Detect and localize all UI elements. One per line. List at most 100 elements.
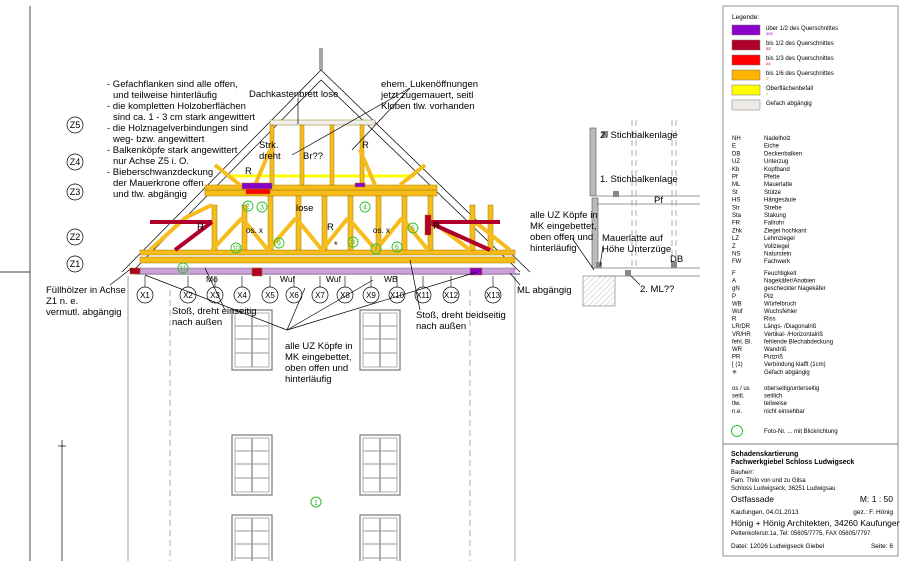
svg-text:2. Stichbalkenlage: 2. Stichbalkenlage: [600, 130, 678, 141]
svg-text:Kaufungen, 04.01.2013: Kaufungen, 04.01.2013: [731, 509, 799, 516]
luken-note: ehem. Lukenöffnungen jetzt zugemauert, s…: [380, 79, 481, 112]
svg-text:3: 3: [260, 205, 264, 212]
post: [469, 204, 476, 251]
window: [359, 514, 401, 561]
sill-beam: [139, 256, 516, 264]
svg-text:R: R: [732, 317, 737, 323]
svg-text:X12: X12: [444, 291, 459, 300]
r-mark: R: [245, 166, 252, 177]
svg-text:tlw.: tlw.: [732, 401, 741, 407]
svg-text:fehl. Bl.: fehl. Bl.: [732, 339, 752, 345]
svg-text:Deckenbalken: Deckenbalken: [764, 151, 802, 157]
mo-mark: Mö: [206, 274, 218, 284]
svg-text:X4: X4: [237, 291, 247, 300]
os-x-mark: os. x: [373, 226, 390, 235]
ml-abgaengig-note: ML abgängig: [517, 285, 572, 296]
svg-text:10: 10: [232, 246, 240, 253]
svg-text:bis 1/3 des Querschnittes: bis 1/3 des Querschnittes: [766, 56, 834, 62]
svg-text:Ziegel hochkant: Ziegel hochkant: [764, 228, 807, 234]
svg-text:6: 6: [395, 245, 399, 252]
legend-photo: Foto-Nr. ... mit Blickrichtung: [731, 425, 838, 437]
dachkasten-board: [269, 119, 376, 126]
svg-text:2. ML??: 2. ML??: [640, 284, 674, 295]
x-axis-marker: X3: [206, 276, 224, 304]
legend-title: Legende:: [732, 14, 759, 21]
svg-text:X13: X13: [486, 291, 501, 300]
window: [231, 434, 273, 496]
r-mark: R: [362, 140, 369, 151]
svg-text:F: F: [732, 271, 736, 277]
svg-text:Vertikal- /Horizontalriß: Vertikal- /Horizontalriß: [764, 332, 823, 338]
svg-text:7: 7: [374, 247, 378, 254]
svg-text:VR/HR: VR/HR: [732, 332, 751, 338]
svg-text:Hängesäule: Hängesäule: [764, 198, 797, 204]
legend-abbrev-row: fehl. Bl.fehlende Blechabdeckung: [732, 339, 833, 345]
brace: [400, 216, 430, 252]
svg-text:Pf: Pf: [732, 175, 738, 181]
svg-text:Stütze: Stütze: [764, 190, 782, 196]
svg-text:Pettenkoferstr.1a, Tel: 05605/: Pettenkoferstr.1a, Tel: 05605/7775, FAX …: [731, 531, 871, 537]
legend-abbrev-row: ✳Gefach abgängig: [732, 369, 810, 376]
svg-text:Pf: Pf: [654, 195, 663, 206]
svg-text:X6: X6: [289, 291, 299, 300]
damaged-beam: [251, 267, 263, 277]
svg-text:Seite: 6: Seite: 6: [871, 543, 893, 550]
svg-text:Fallrohr: Fallrohr: [764, 221, 784, 227]
svg-text:X7: X7: [315, 291, 325, 300]
window: [231, 309, 273, 371]
wuf-mark: Wuf: [280, 274, 296, 284]
svg-text:os / us: os / us: [732, 386, 750, 392]
svg-text:Datei: 12026 Ludwigseck Giebel: Datei: 12026 Ludwigseck Giebel: [731, 543, 825, 550]
svg-text:Pilz: Pilz: [764, 294, 774, 300]
svg-text:xxx: xxx: [766, 31, 774, 36]
post: [299, 124, 305, 186]
z-axis-marker: Z5: [66, 116, 84, 134]
general-note: - Gefachflanken sind alle offen, und tei…: [107, 79, 258, 200]
svg-text:A: A: [732, 279, 736, 285]
svg-text:FR: FR: [732, 221, 741, 227]
svg-text:DB: DB: [732, 151, 740, 157]
damaged-beam: [245, 188, 271, 195]
svg-text:Z: Z: [732, 244, 736, 250]
svg-text:NS: NS: [732, 252, 740, 258]
post: [487, 204, 494, 251]
z-axis-marker: Z3: [66, 183, 84, 201]
svg-text:Feuchtigkeit: Feuchtigkeit: [764, 271, 797, 277]
svg-text:WB: WB: [732, 301, 742, 307]
x-axis-marker: X4: [233, 276, 251, 304]
svg-text:Z3: Z3: [70, 187, 81, 197]
svg-text:Würfelbruch: Würfelbruch: [764, 301, 796, 307]
legend-abbrev-row: FR Fallrohr: [732, 221, 784, 227]
svg-text:[ (1): [ (1): [732, 362, 743, 368]
svg-text:1. Stichbalkenlage: 1. Stichbalkenlage: [600, 174, 678, 185]
svg-text:Kb: Kb: [732, 167, 740, 173]
damaged-beam: [354, 182, 366, 188]
br-note: Br??: [303, 151, 323, 162]
svg-text:X8: X8: [340, 291, 350, 300]
svg-text:Pfette: Pfette: [764, 175, 780, 181]
svg-text:Nadelholz: Nadelholz: [764, 136, 791, 142]
uz-koepfe-note: alle UZ Köpfe in MK eingebettet, oben of…: [285, 341, 355, 385]
svg-text:seitl.: seitl.: [732, 394, 745, 400]
svg-text:Wuf: Wuf: [732, 309, 743, 315]
svg-text:Foto-Nr. ... mit Blickrichtung: Foto-Nr. ... mit Blickrichtung: [764, 429, 838, 435]
svg-text:Stakung: Stakung: [764, 213, 786, 219]
svg-text:5: 5: [411, 226, 415, 233]
wb-mark: WB: [384, 274, 398, 284]
brace: [398, 163, 427, 187]
svg-text:1: 1: [314, 500, 318, 507]
svg-text:WR: WR: [732, 347, 743, 353]
svg-text:Lehmziegel: Lehmziegel: [764, 236, 795, 242]
